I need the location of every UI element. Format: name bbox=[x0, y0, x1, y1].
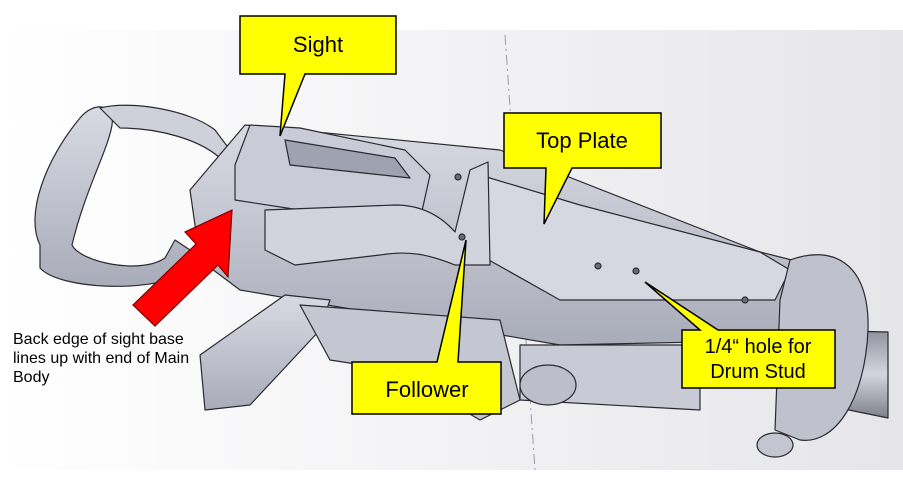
follower-part bbox=[264, 161, 491, 266]
sight-alignment-note: Back edge of sight base lines up with en… bbox=[13, 331, 190, 386]
hole bbox=[458, 233, 466, 241]
drum-boss bbox=[756, 432, 794, 458]
top-plate-label: Top Plate bbox=[536, 128, 628, 153]
drum-stud-label-line2: Drum Stud bbox=[710, 361, 806, 383]
hole bbox=[741, 296, 749, 304]
hole bbox=[632, 267, 640, 275]
sight-channel bbox=[284, 139, 411, 179]
sight-callout bbox=[239, 15, 397, 137]
hole bbox=[454, 173, 462, 181]
top-plate bbox=[479, 174, 791, 301]
sight-block bbox=[234, 124, 431, 221]
drum-stud-callout bbox=[644, 281, 836, 389]
drum-stud-knob bbox=[519, 364, 577, 406]
red-arrow bbox=[132, 209, 233, 327]
drum-stud-label-line1: 1/4“ hole for bbox=[705, 336, 812, 358]
follower-callout bbox=[351, 239, 502, 415]
hole bbox=[594, 262, 602, 270]
follower-label: Follower bbox=[385, 377, 468, 402]
top-plate-callout bbox=[503, 112, 662, 225]
rear-handle bbox=[34, 106, 191, 287]
sight-label: Sight bbox=[293, 32, 343, 57]
